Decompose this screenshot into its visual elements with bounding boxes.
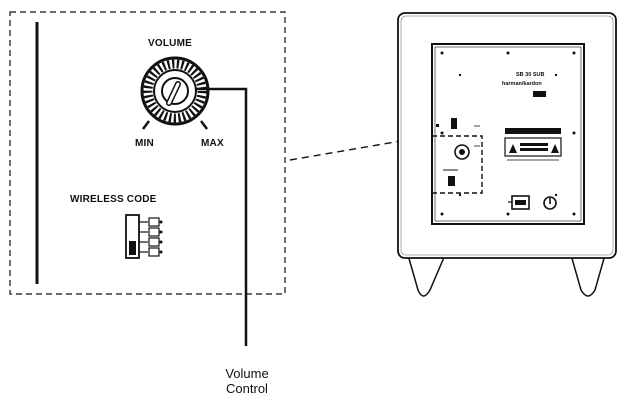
volume-knob-icon[interactable]: [140, 56, 210, 130]
power-inlet-icon[interactable]: [508, 195, 530, 210]
volume-label: VOLUME: [148, 38, 192, 49]
power-switch-icon[interactable]: [543, 196, 557, 210]
rear-panel-plate: [431, 43, 585, 225]
volume-control-callout: Volume Control: [218, 366, 276, 396]
zoom-region-box: [431, 135, 483, 194]
detail-dashed-frame: [9, 11, 286, 295]
subwoofer-model-text: SB 30 SUB: [516, 72, 545, 78]
dip-switch-icon[interactable]: [125, 214, 163, 259]
serial-label: [533, 91, 546, 97]
callout-leader-line: [196, 87, 248, 346]
callout-line-1: Volume: [225, 366, 269, 381]
max-tick: [200, 120, 208, 130]
min-label: MIN: [135, 138, 154, 149]
subwoofer-foot-right: [570, 254, 606, 297]
min-tick: [142, 120, 150, 130]
wireless-code-label: WIRELESS CODE: [70, 194, 157, 205]
detail-panel: [9, 11, 286, 295]
warning-label-box: [504, 137, 562, 157]
subwoofer-brand-text: harman/kardon: [502, 81, 542, 87]
mini-dip-switch-icon: [448, 176, 455, 186]
callout-line-2: Control: [226, 381, 268, 396]
warning-label-bar: [505, 128, 561, 134]
max-label: MAX: [201, 138, 224, 149]
subwoofer-foot-left: [407, 254, 447, 297]
